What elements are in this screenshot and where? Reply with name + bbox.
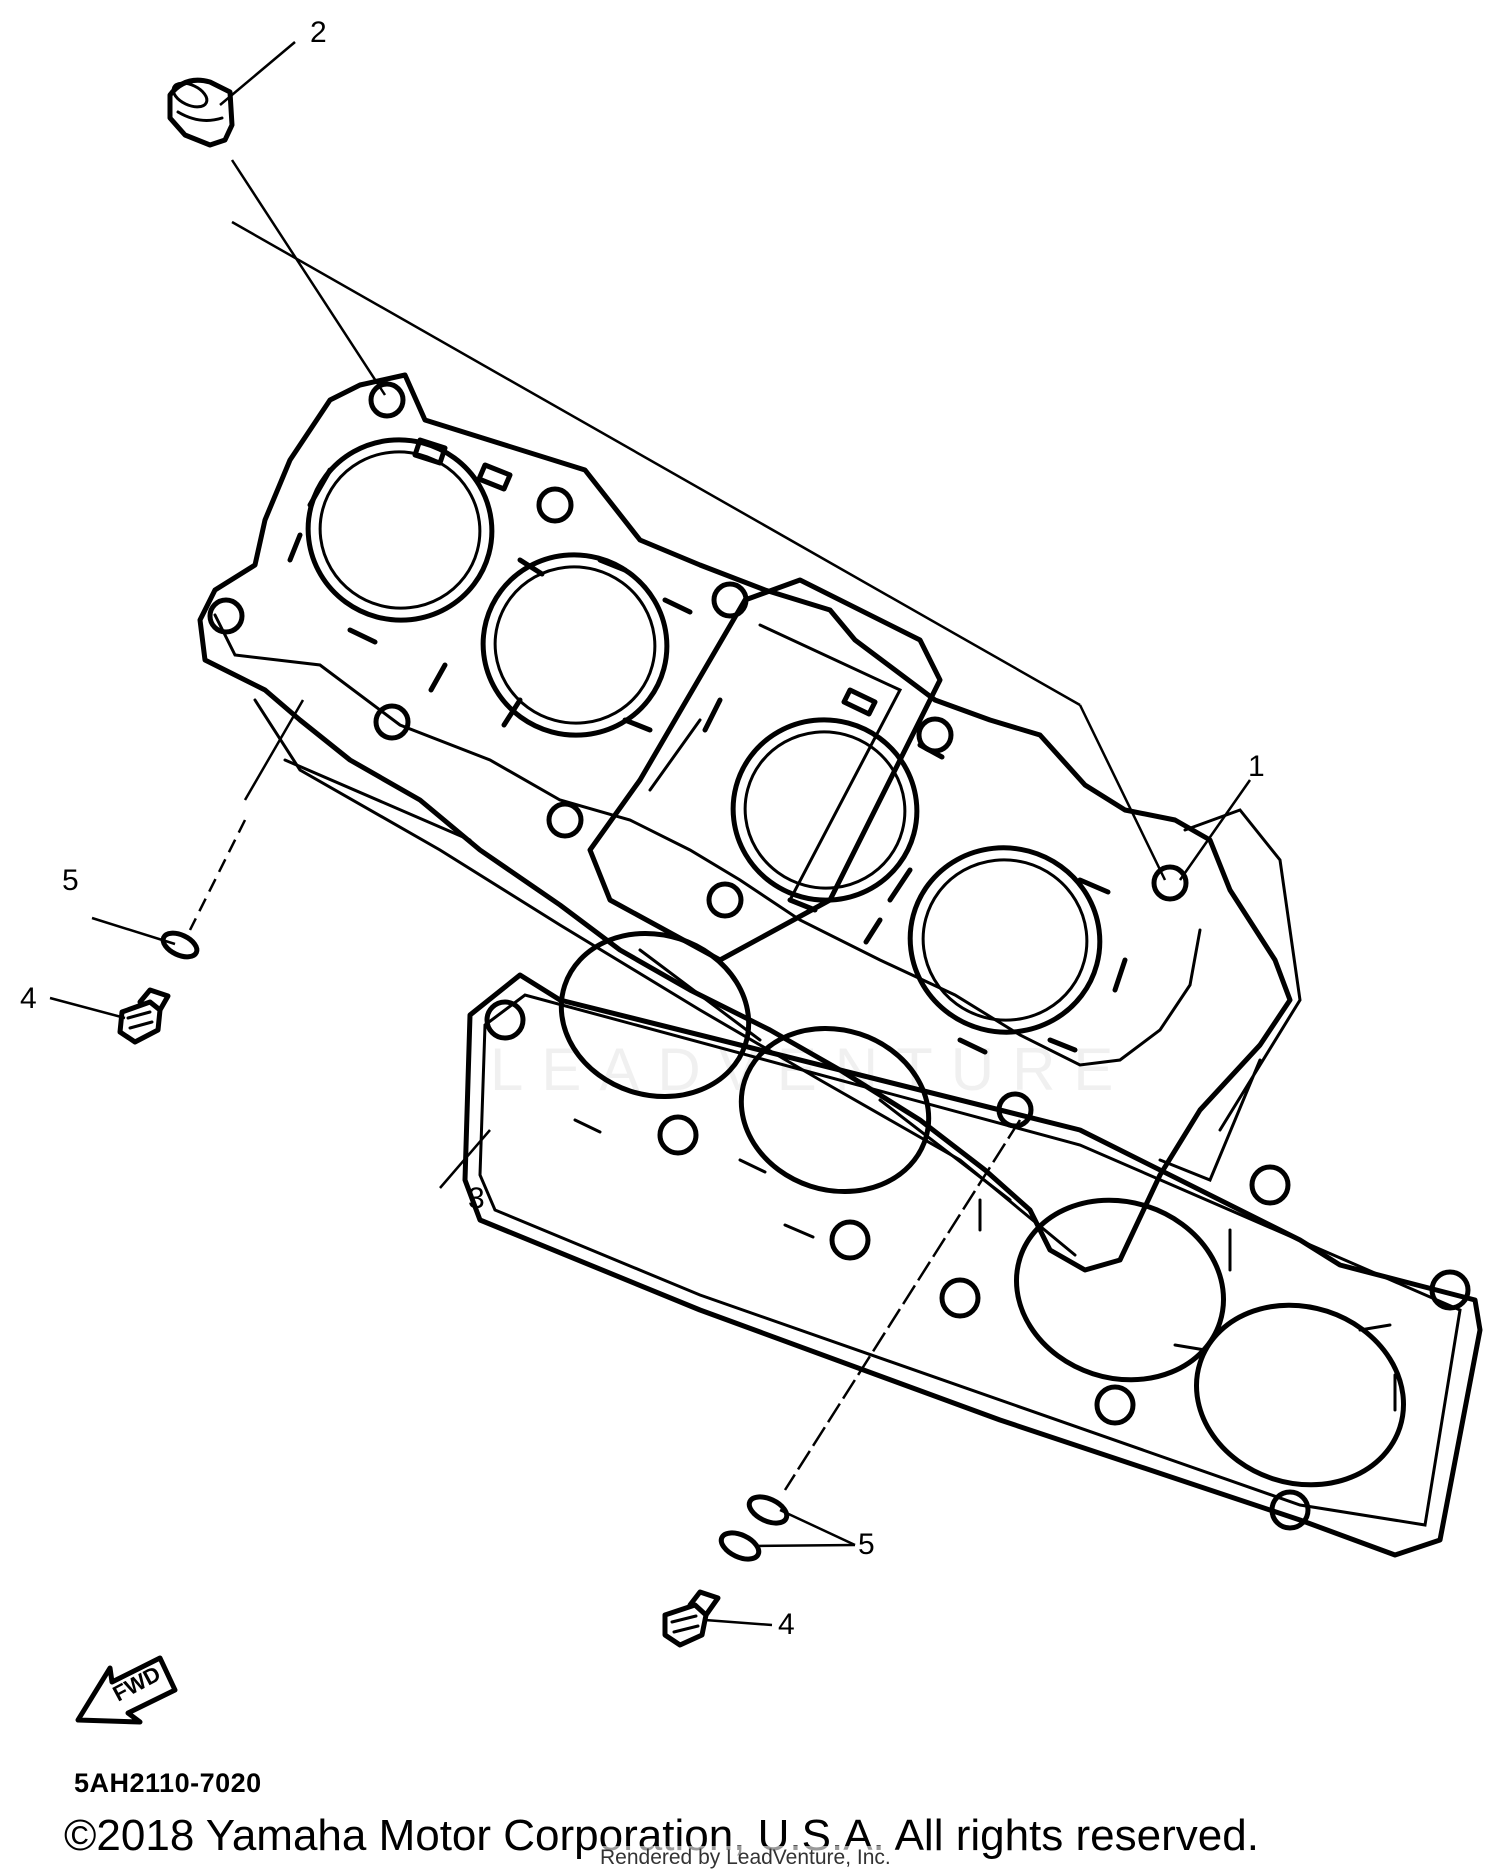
washer-left (160, 930, 200, 960)
callout-1: 1 (1248, 750, 1265, 783)
bolt-left (117, 987, 171, 1045)
dowel-pin (167, 77, 235, 148)
callout-4-right: 4 (778, 1608, 795, 1641)
bolt-right (662, 1589, 721, 1648)
watermark: LEADVENTURE (490, 1036, 1132, 1103)
diagram-part-code: 5AH2110-7020 (74, 1768, 262, 1798)
callout-5-right: 5 (858, 1528, 875, 1561)
callout-3: 3 (468, 1182, 485, 1215)
cylinder-block (197, 372, 1302, 1273)
callout-2: 2 (310, 16, 327, 49)
callout-4-left: 4 (20, 982, 37, 1015)
callout-5-left: 5 (62, 864, 79, 897)
washer-right-upper (746, 1494, 790, 1526)
leader-lines (49, 41, 1252, 1627)
rendered-by-credit: Rendered by LeadVenture, Inc. (600, 1846, 891, 1870)
fwd-arrow-icon: FWD (75, 1655, 178, 1725)
washer-right-lower (718, 1530, 762, 1562)
